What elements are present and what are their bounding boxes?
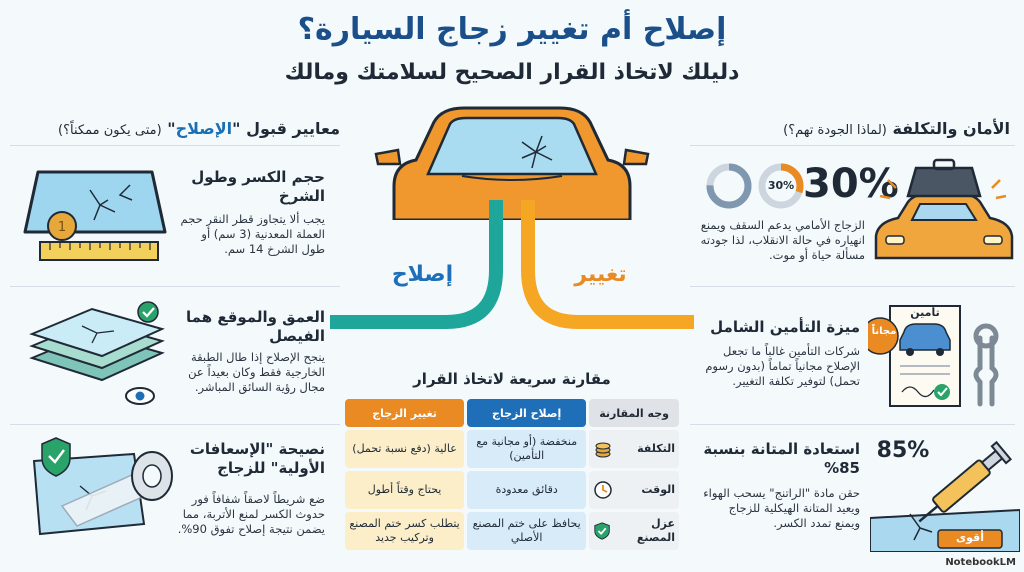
table-row: التكلفة منخفضة (أو مجانية مع التأمين) عا… (345, 430, 679, 468)
criteria-depth-text: ينجح الإصلاح إذا طال الطبقة الخارجية فقط… (188, 350, 325, 394)
table-cell-criteria: عزل المصنع (589, 512, 679, 550)
table-cell-repair: دقائق معدودة (467, 471, 587, 509)
left-divider-1 (10, 145, 340, 146)
table-row: الوقت دقائق معدودة يحتاج وقتاً أطول (345, 471, 679, 509)
coins-icon (595, 442, 611, 458)
table-cell-replace: عالية (دفع نسبة تحمل) (345, 430, 465, 468)
resin-syringe-illustration (869, 436, 1021, 553)
tape-shield-illustration (22, 436, 182, 548)
left-divider-3 (10, 424, 340, 425)
table-row: عزل المصنع يحافظ على ختم المصنع الأصلي ي… (345, 512, 679, 550)
table-cell-replace: يتطلب كسر ختم المصنع وتركيب جديد (345, 512, 465, 550)
ring-badge-30: 30% (767, 179, 795, 192)
comparison-table-wrapper: وجه المقارنة إصلاح الزجاج تغيير الزجاج ا… (342, 396, 682, 553)
left-section-heading: معايير قبول "الإصلاح" (متى يكون ممكناً؟) (58, 119, 340, 138)
glass-coin-ruler-illustration: 1 (20, 160, 170, 270)
right-divider-1 (690, 145, 1015, 146)
durability-title: استعادة المتانة بنسبة 85% (703, 440, 860, 477)
table-header-repair: إصلاح الزجاج (467, 399, 587, 427)
table-header-criteria: وجه المقارنة (589, 399, 679, 427)
table-cell-repair: يحافظ على ختم المصنع الأصلي (467, 512, 587, 550)
shield-check-icon (594, 522, 610, 540)
criteria-depth-title: العمق والموقع هما الفيصل (186, 308, 325, 345)
big-stat-30: 30% (803, 161, 899, 207)
branch-repair-label: إصلاح (391, 262, 454, 287)
rings-illustration (705, 160, 805, 212)
brand-watermark: NotebookLM (945, 557, 1016, 568)
glass-layers-eye-illustration (22, 298, 172, 410)
page-title: إصلاح أم تغيير زجاج السيارة؟ (297, 12, 727, 47)
insurance-doc-label: تأمين (910, 306, 940, 319)
durability-text: حقن مادة "الراتنج" يسحب الهواء ويعيد الم… (703, 486, 860, 530)
table-cell-criteria: الوقت (589, 471, 679, 509)
criteria-firstaid-title: نصيحة "الإسعافات الأولية" للزجاج (189, 440, 325, 477)
stronger-tag: أقوى (956, 531, 984, 544)
criteria-size-text: يجب ألا يتجاوز قطر النقر حجم العملة المع… (180, 212, 325, 256)
comparison-table-title: مقارنة سريعة لاتخاذ القرار (413, 370, 611, 388)
svg-text:1: 1 (58, 220, 66, 235)
criteria-firstaid-text: ضع شريطاً لاصقاً شفافاً فور حدوث الكسر ل… (177, 492, 325, 536)
clock-icon (594, 481, 612, 499)
table-cell-repair: منخفضة (أو مجانية مع التأمين) (467, 430, 587, 468)
safety-roof-text: الزجاج الأمامي يدعم السقف ويمنع انهياره … (700, 218, 865, 262)
table-cell-replace: يحتاج وقتاً أطول (345, 471, 465, 509)
right-divider-2 (690, 286, 1015, 287)
insurance-text: شركات التأمين غالباً ما تجعل الإصلاح مجا… (705, 344, 860, 388)
right-section-heading: الأمان والتكلفة (لماذا الجودة تهم؟) (783, 119, 1010, 138)
big-stat-85: 85% (876, 438, 930, 463)
right-divider-3 (690, 424, 1015, 425)
insurance-title: ميزة التأمين الشامل (710, 318, 860, 336)
page-subtitle: دليلك لاتخاذ القرار الصحيح لسلامتك ومالك (284, 60, 740, 85)
free-badge: مجاناً (871, 326, 897, 337)
decision-branches (330, 200, 694, 360)
insurance-document-illustration (861, 298, 1018, 413)
comparison-table: وجه المقارنة إصلاح الزجاج تغيير الزجاج ا… (342, 396, 682, 553)
car-weight-illustration (868, 158, 1018, 270)
left-divider-2 (10, 286, 340, 287)
branch-replace-label: تغيير (574, 262, 627, 287)
car-cracked-windshield-illustration (372, 102, 652, 222)
table-cell-criteria: التكلفة (589, 430, 679, 468)
criteria-size-title: حجم الكسر وطول الشرخ (191, 168, 325, 205)
table-header-replace: تغيير الزجاج (345, 399, 465, 427)
